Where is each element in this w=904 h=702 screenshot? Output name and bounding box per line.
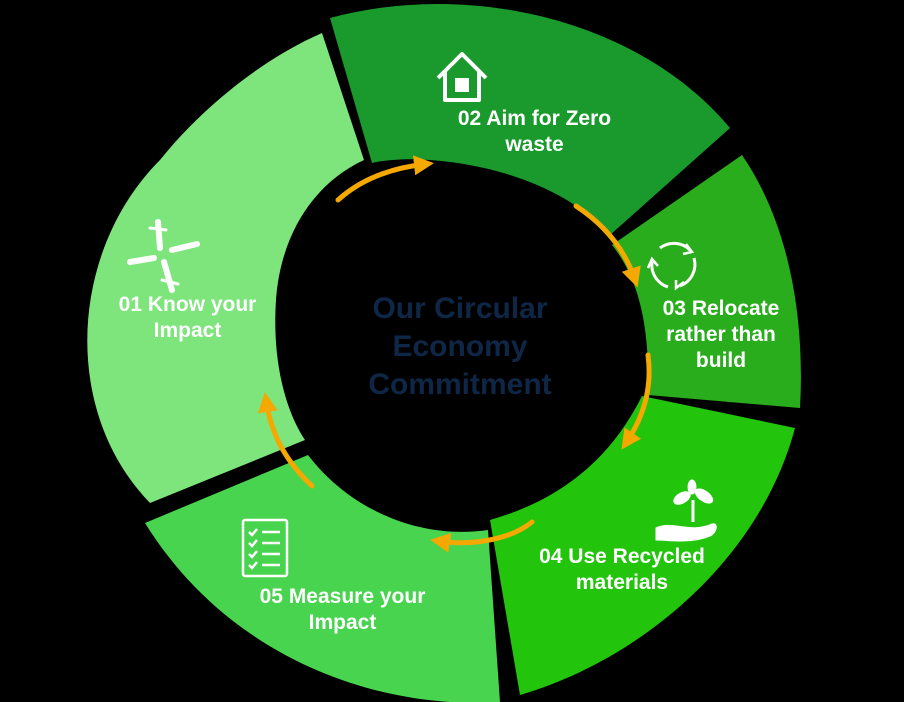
segment-01-label: 01 Know your Impact <box>100 292 275 344</box>
segment-04 <box>490 396 795 695</box>
arrow-03-to-04 <box>621 352 652 450</box>
plant-in-hand-icon <box>655 479 717 542</box>
arrow-05-to-01 <box>257 392 315 489</box>
segment-01 <box>87 33 364 503</box>
segment-02 <box>330 3 730 236</box>
segment-03-label: 03 Relocate rather than build <box>636 296 806 374</box>
arrow-04-to-05 <box>430 519 535 553</box>
segment-02-label-line-2: waste <box>505 133 564 156</box>
checklist-icon <box>241 518 289 578</box>
title-line-1: Our Circular <box>372 292 548 325</box>
segment-04-label: 04 Use Recycled materials <box>506 544 738 596</box>
segment-05-label-line-2: Impact <box>308 611 377 634</box>
segment-05-label: 05 Measure your Impact <box>230 584 455 636</box>
segment-03-label-line-2: rather than <box>666 323 776 346</box>
segment-02-label-line-1: 02 Aim for Zero <box>457 107 612 130</box>
diagram-title: Our Circular Economy Commitment <box>300 290 620 404</box>
arrow-01-to-02 <box>335 155 434 203</box>
house-icon <box>436 52 488 102</box>
segment-05 <box>145 455 500 702</box>
segment-03 <box>612 155 801 408</box>
title-line-3: Commitment <box>368 368 552 401</box>
segment-02-label: 02 Aim for Zero waste <box>422 106 647 158</box>
segment-01-label-line-2: Impact <box>153 319 222 342</box>
segment-03-label-line-3: build <box>695 349 747 372</box>
arrow-02-to-03 <box>573 203 641 288</box>
segment-04-label-line-1: 04 Use Recycled <box>539 545 705 568</box>
title-line-2: Economy <box>392 330 528 363</box>
segment-01-label-line-1: 01 Know your <box>118 293 257 316</box>
hands-teamwork-icon <box>127 219 200 293</box>
segment-04-label-line-2: materials <box>575 571 669 594</box>
recycle-arrows-icon <box>646 241 697 291</box>
segment-05-label-line-1: 05 Measure your <box>259 585 426 608</box>
segment-03-label-line-1: 03 Relocate <box>662 297 780 320</box>
